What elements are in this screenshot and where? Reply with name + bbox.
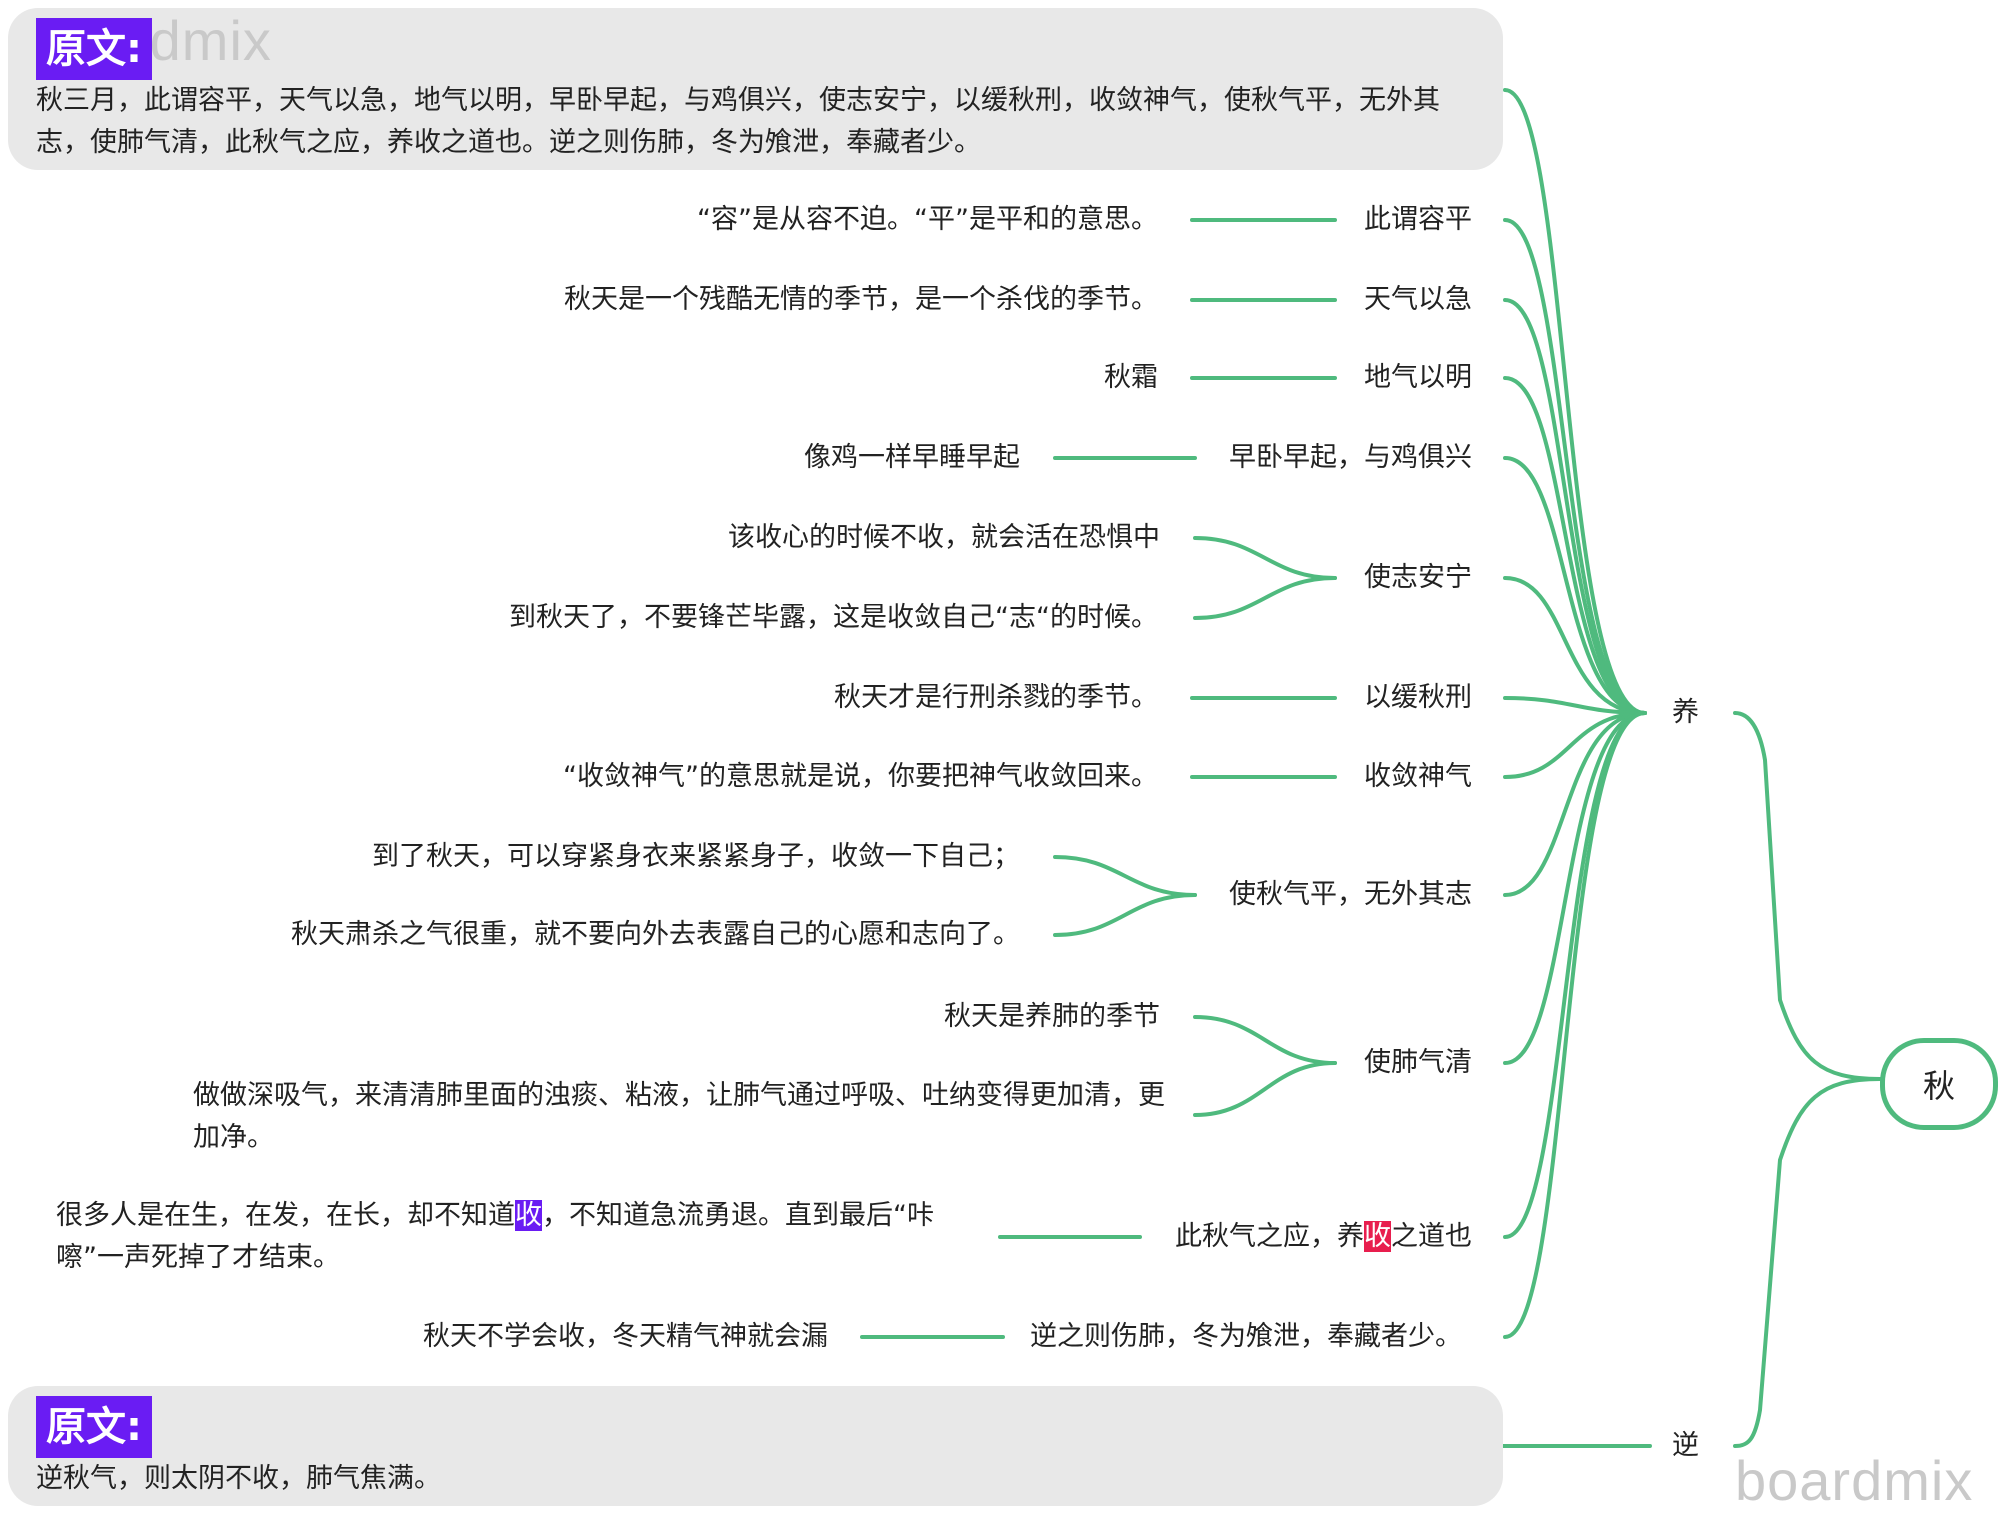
note-item9a[interactable]: 秋天是养肺的季节 <box>944 1001 1160 1032</box>
node-label-item11[interactable]: 逆之则伤肺，冬为飧泄，奉藏者少。 <box>1030 1321 1462 1352</box>
original-text-tag: 原文: <box>36 18 152 80</box>
original-text-content: 秋三月，此谓容平，天气以急，地气以明，早卧早起，与鸡俱兴，使志安宁，以缓秋刑，收… <box>36 85 1440 158</box>
original-text-box-autumn <box>8 8 1503 170</box>
watermark-top: rdmix <box>130 9 272 72</box>
node-label-item4[interactable]: 早卧早起，与鸡俱兴 <box>1229 442 1472 473</box>
connector-item8-fork-b <box>1053 893 1197 937</box>
note-item1[interactable]: “容”是从容不迫。“平”是平和的意思。 <box>697 204 1158 235</box>
connector-item5-fork-b <box>1193 576 1337 620</box>
note-item8a[interactable]: 到了秋天，可以穿紧身衣来紧紧身子，收敛一下自己； <box>372 841 1020 872</box>
note-item10[interactable]: 很多人是在生，在发，在长，却不知道收，不知道急流勇退。直到最后“咔嚓”一声死掉了… <box>56 1195 980 1279</box>
branch-node-ni[interactable]: 逆 <box>1672 1430 1699 1461</box>
connector-yang-item11 <box>1503 711 1647 1339</box>
node-label-item8[interactable]: 使秋气平，无外其志 <box>1229 879 1472 910</box>
connector-yang-item7 <box>1503 711 1647 779</box>
note-item5a[interactable]: 该收心的时候不收，就会活在恐惧中 <box>728 522 1160 553</box>
node-label-item9[interactable]: 使肺气清 <box>1364 1047 1472 1078</box>
label-part: 此秋气之应，养 <box>1175 1221 1364 1252</box>
highlight-shou-red: 收 <box>1364 1221 1391 1252</box>
node-label-item2[interactable]: 天气以急 <box>1364 284 1472 315</box>
note-item4[interactable]: 像鸡一样早睡早起 <box>804 442 1020 473</box>
original-text-tag-2: 原文: <box>36 1396 152 1458</box>
note-item11[interactable]: 秋天不学会收，冬天精气神就会漏 <box>423 1321 828 1352</box>
node-label-item3[interactable]: 地气以明 <box>1364 362 1472 393</box>
node-label-item7[interactable]: 收敛神气 <box>1364 761 1472 792</box>
connector-yang-item10 <box>1503 711 1647 1239</box>
connector-item5-fork-a <box>1193 536 1337 580</box>
note-part: ，不知道急流勇退。直到最后“咔嚓”一声死掉了才结束。 <box>56 1200 934 1273</box>
branch-node-yang[interactable]: 养 <box>1672 697 1699 728</box>
connector-item9-fork-a <box>1193 1015 1337 1065</box>
node-label-item1[interactable]: 此谓容平 <box>1364 204 1472 235</box>
connector-yang-item3 <box>1503 376 1647 715</box>
note-item7[interactable]: “收敛神气”的意思就是说，你要把神气收敛回来。 <box>563 761 1158 792</box>
connector-yang-item2 <box>1503 298 1647 715</box>
connector-root-yang <box>1733 711 1882 1081</box>
connector-yang-item9 <box>1503 711 1647 1065</box>
connector-yang-item6 <box>1503 696 1647 715</box>
node-label-item6[interactable]: 以缓秋刑 <box>1364 682 1472 713</box>
connector-yang-item5 <box>1503 576 1647 715</box>
highlight-shou-purple: 收 <box>515 1200 542 1231</box>
connector-yang-item8 <box>1503 711 1647 897</box>
root-node-autumn[interactable]: 秋 <box>1880 1038 1998 1130</box>
connector-yang-item1 <box>1503 218 1647 715</box>
connector-item9-fork-b <box>1193 1061 1337 1117</box>
note-item3[interactable]: 秋霜 <box>1104 362 1158 393</box>
root-node-label: 秋 <box>1922 1067 1955 1105</box>
original-text-content-2: 逆秋气，则太阴不收，肺气焦满。 <box>36 1463 441 1494</box>
connector-yang-box1 <box>1503 88 1647 715</box>
connector-yang-item4 <box>1503 456 1647 715</box>
connector-root-ni <box>1733 1077 1882 1448</box>
note-part: 很多人是在生，在发，在长，却不知道 <box>56 1200 515 1231</box>
note-item8b[interactable]: 秋天肃杀之气很重，就不要向外去表露自己的心愿和志向了。 <box>291 919 1020 950</box>
note-item5b[interactable]: 到秋天了，不要锋芒毕露，这是收敛自己“志“的时候。 <box>509 602 1158 633</box>
node-label-item10[interactable]: 此秋气之应，养收之道也 <box>1175 1217 1472 1257</box>
connector-item8-fork-a <box>1053 855 1197 897</box>
node-label-item5[interactable]: 使志安宁 <box>1364 562 1472 593</box>
note-item6[interactable]: 秋天才是行刑杀戮的季节。 <box>834 682 1158 713</box>
watermark-bottom: boardmix <box>1735 1449 1974 1512</box>
note-item2[interactable]: 秋天是一个残酷无情的季节，是一个杀伐的季节。 <box>564 284 1158 315</box>
label-part: 之道也 <box>1391 1221 1472 1252</box>
original-text-box-reverse <box>8 1386 1503 1506</box>
note-item9b[interactable]: 做做深吸气，来清清肺里面的浊痰、粘液，让肺气通过呼吸、吐纳变得更加清，更加净。 <box>193 1080 1165 1153</box>
